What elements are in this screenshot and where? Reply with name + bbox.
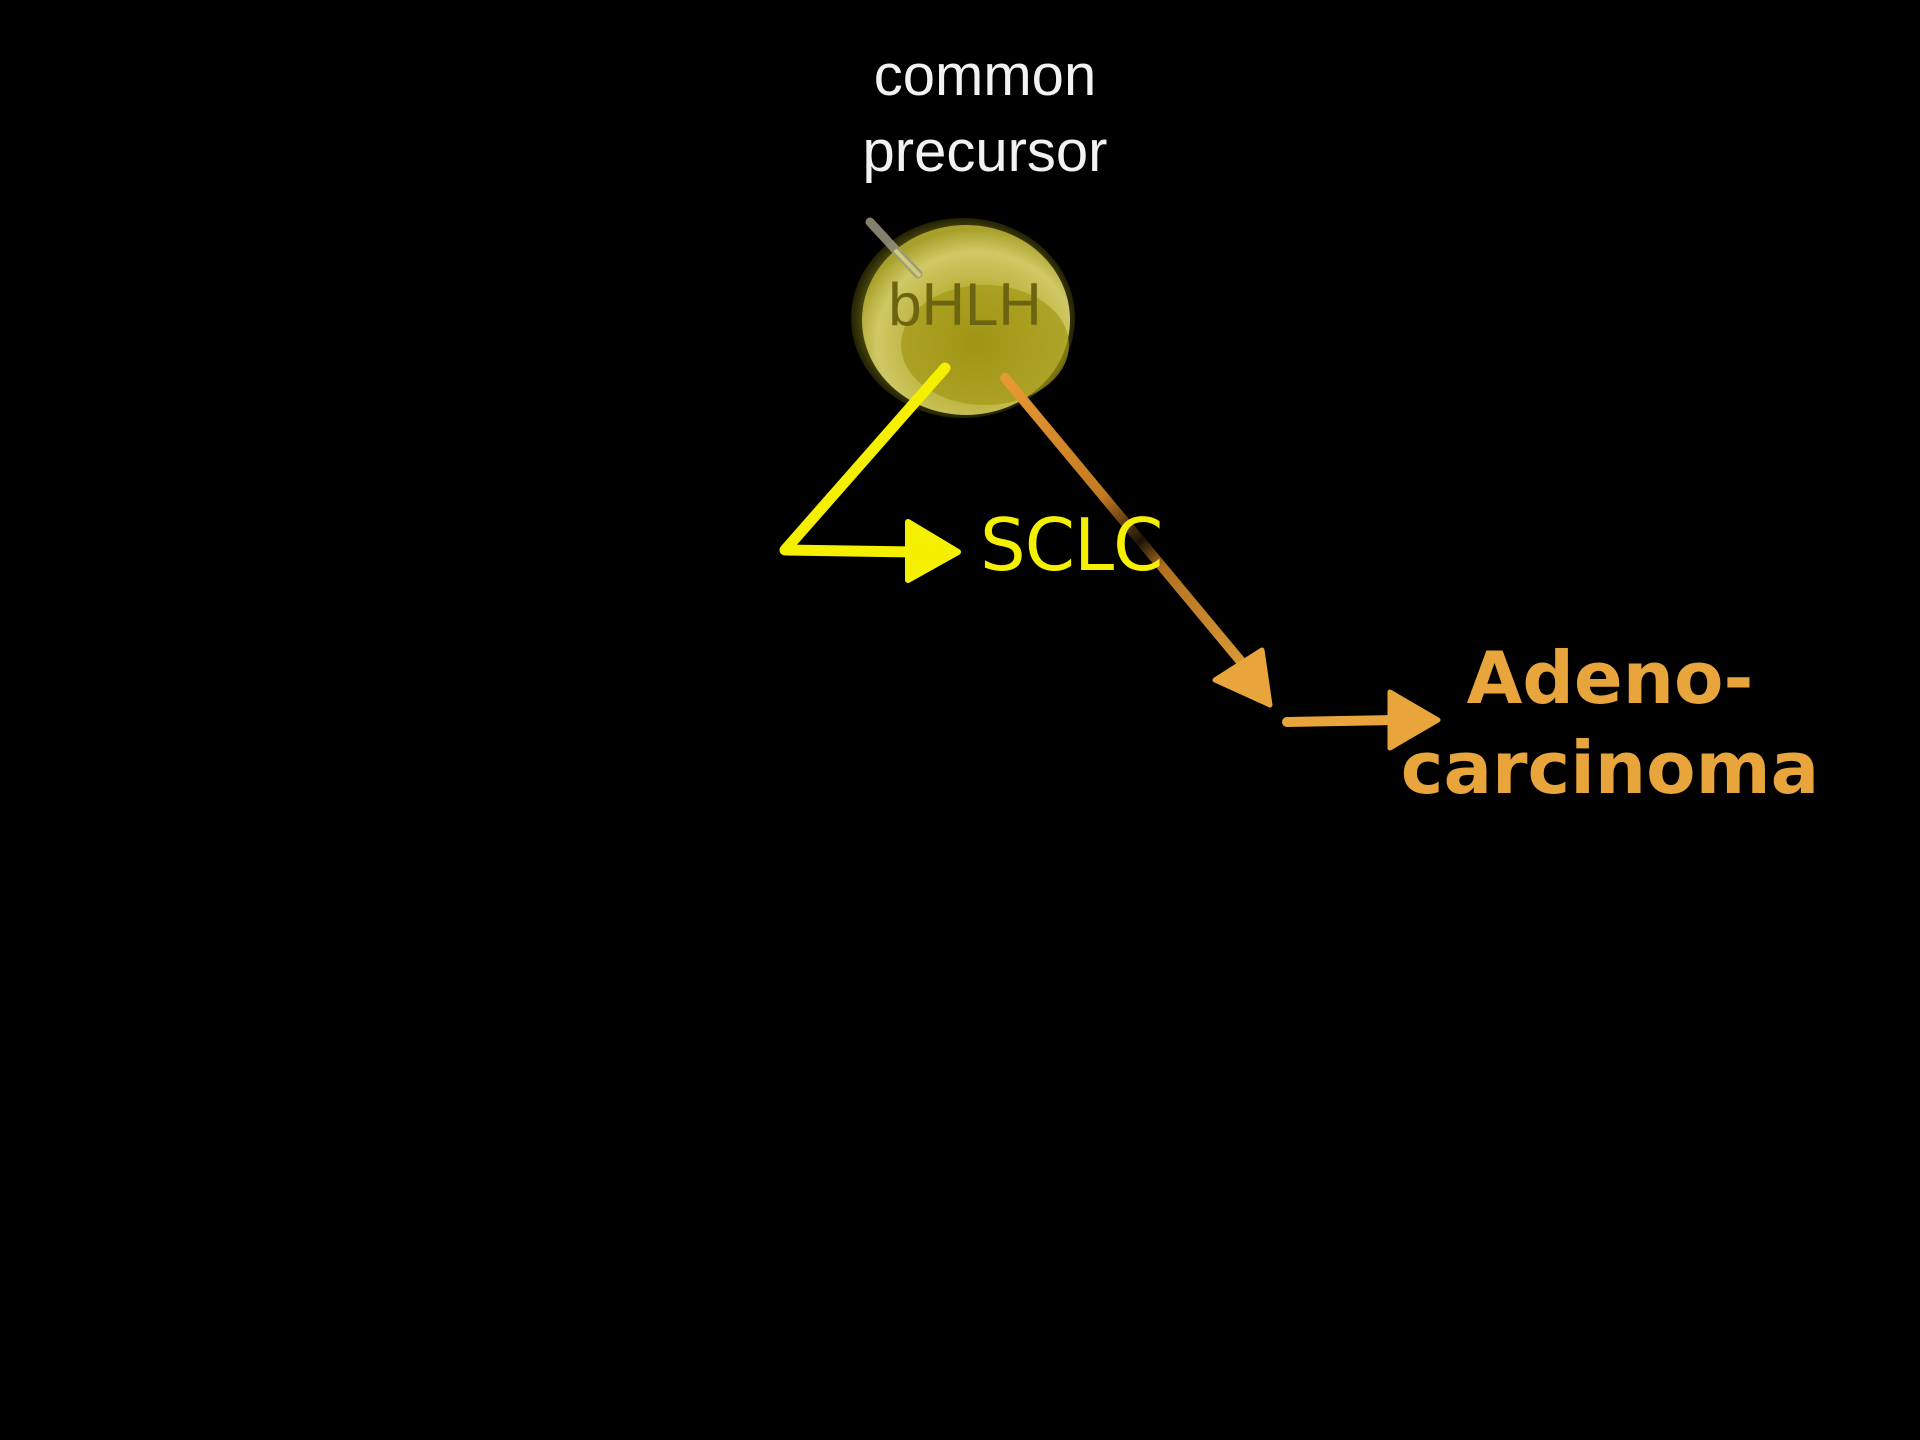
arrow-to-sclc bbox=[779, 362, 961, 583]
precursor-label-line-1: common bbox=[873, 43, 1097, 108]
arrow-to-adeno-horizontal bbox=[1282, 715, 1400, 727]
adenocarcinoma-label-line-1: Adeno- bbox=[1466, 636, 1754, 720]
pipette-tip-icon bbox=[893, 248, 922, 278]
sclc-label: SCLC bbox=[980, 503, 1163, 587]
arrow-to-sclc-shaft bbox=[779, 362, 951, 558]
arrow-to-adeno-diagonal bbox=[1000, 373, 1253, 675]
precursor-label: common precursor bbox=[820, 38, 1150, 190]
adenocarcinoma-label-line-2: carcinoma bbox=[1400, 726, 1820, 810]
arrow-to-sclc-head-icon bbox=[905, 519, 961, 583]
arrow-to-adeno-horizontal-head-icon bbox=[1387, 689, 1441, 751]
arrow-to-adenocarcinoma bbox=[1000, 373, 1441, 751]
adenocarcinoma-label: Adeno- carcinoma bbox=[1395, 633, 1825, 813]
precursor-label-line-2: precursor bbox=[862, 119, 1108, 184]
arrow-to-adeno-diagonal-head-icon bbox=[1212, 647, 1273, 708]
cell-label: bHLH bbox=[888, 271, 1041, 338]
precursor-cell: bHLH bbox=[851, 217, 1075, 418]
